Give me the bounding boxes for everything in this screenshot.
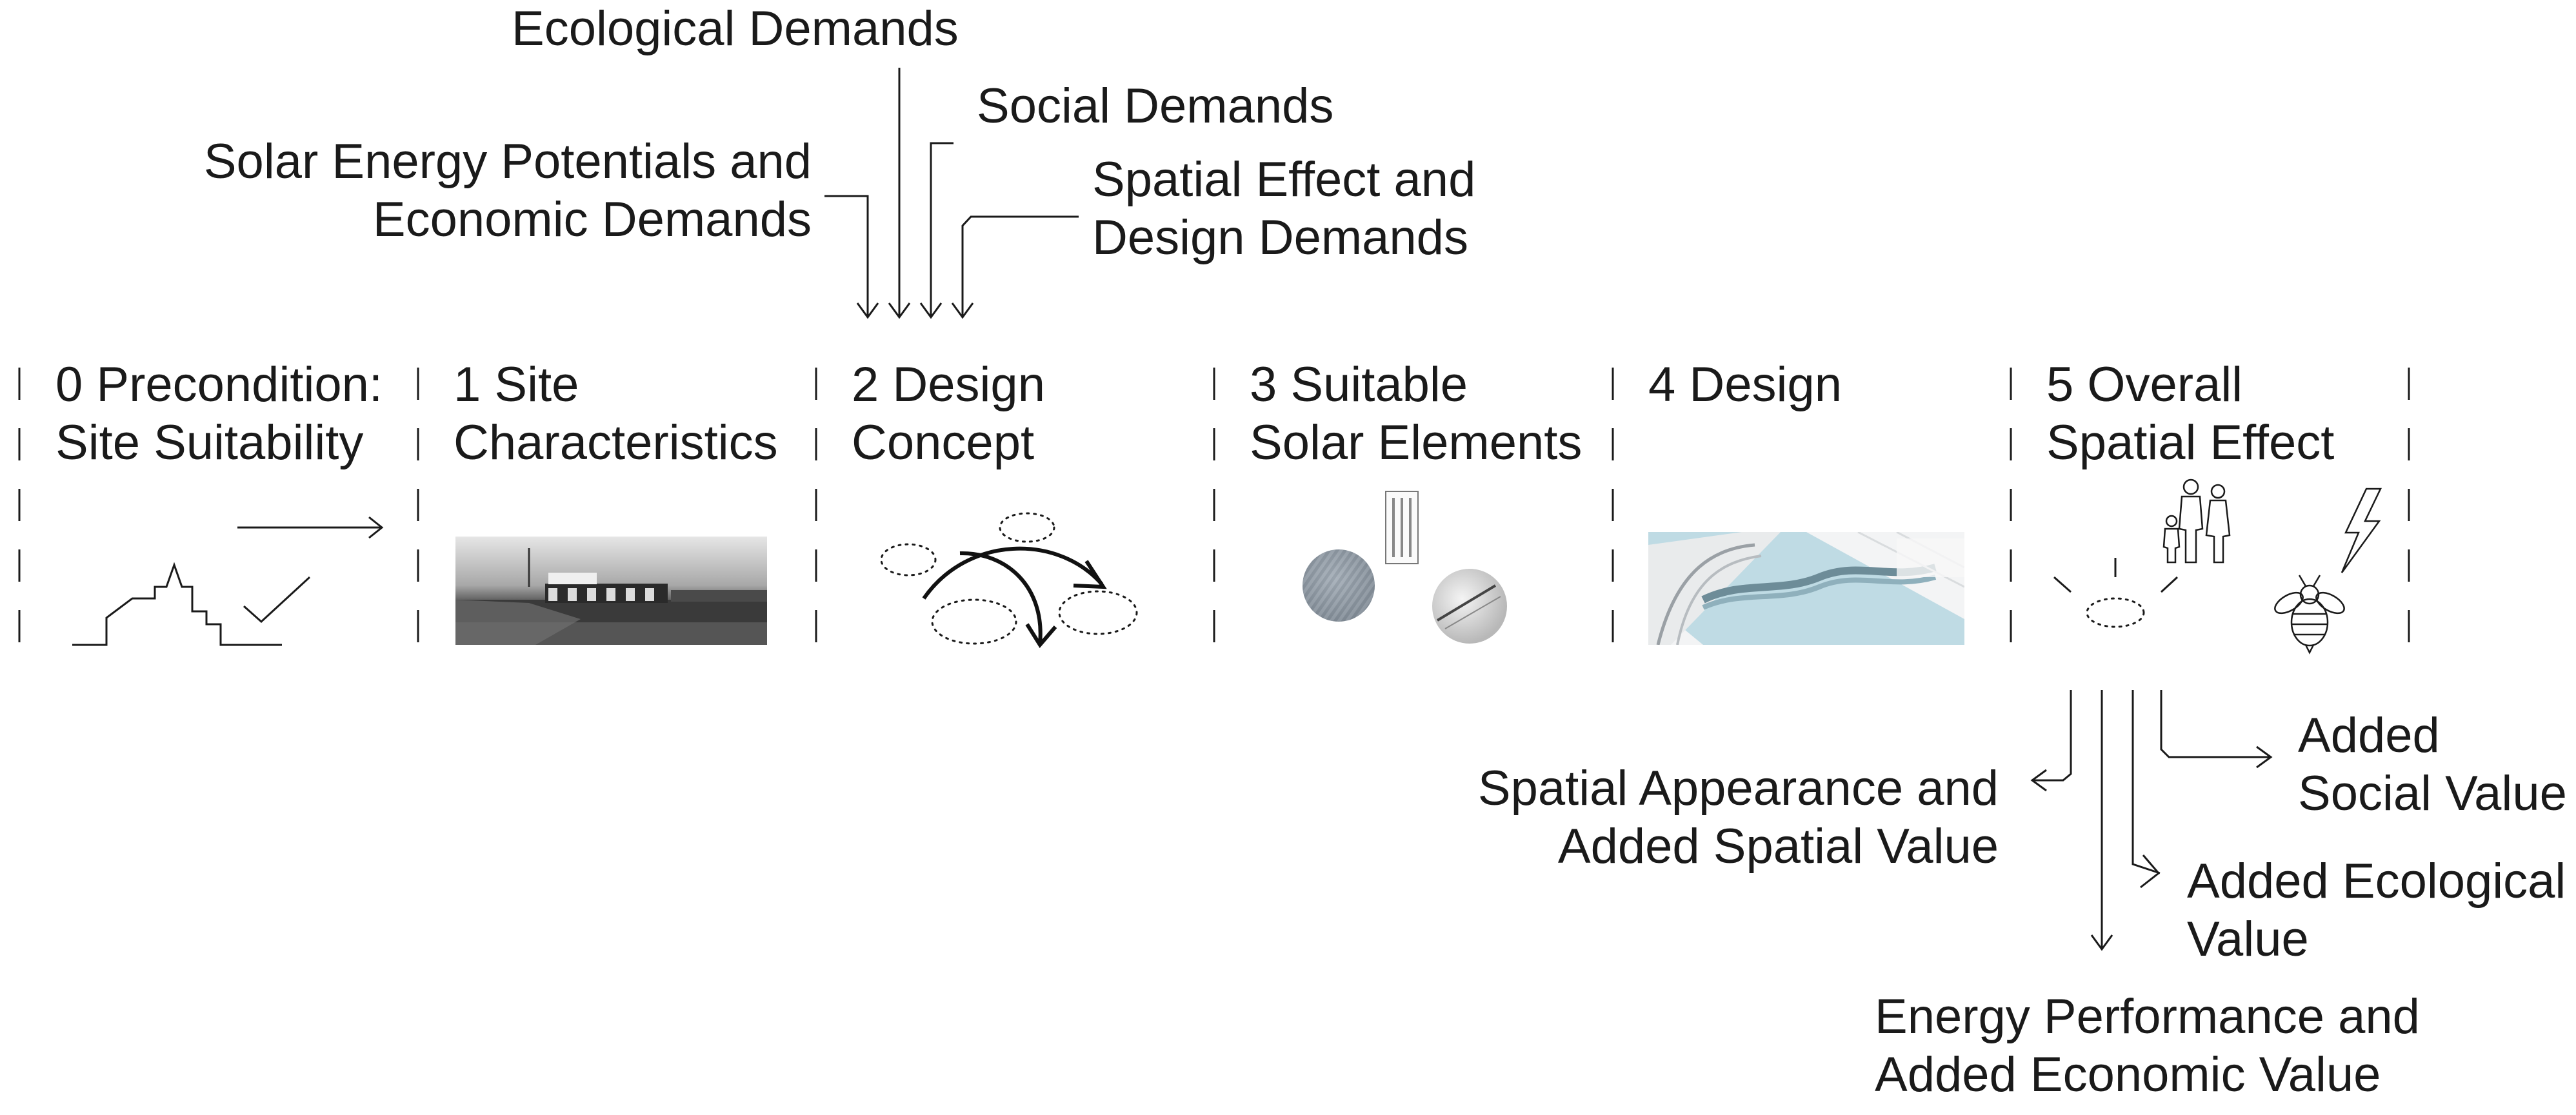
- input-solar-label-line2: Economic Demands: [373, 192, 812, 247]
- input-ecological-label: Ecological Demands: [512, 1, 959, 56]
- output-social-arrowhead: [2256, 745, 2273, 769]
- input-spatial-label-line2: Design Demands: [1092, 210, 1468, 265]
- step-1-title-line2: Characteristics: [454, 415, 778, 470]
- output-energy-label-line1: Energy Performance and: [1875, 989, 2420, 1044]
- step-1-site-characteristics: 1 Site Characteristics: [454, 357, 778, 645]
- input-solar-economic-demands: Solar Energy Potentials and Economic Dem…: [204, 134, 879, 319]
- output-social-value: Added Social Value: [2160, 690, 2567, 821]
- step-0-precondition: 0 Precondition: Site Suitability: [55, 357, 384, 646]
- input-social-demands: Social Demands: [919, 79, 1333, 319]
- solar-elements-icon: [1303, 491, 1507, 644]
- town-skyline-checkmark-icon: [72, 516, 384, 646]
- output-ecological-label-line2: Value: [2187, 912, 2309, 967]
- input-spatial-design-demands: Spatial Effect and Design Demands: [951, 152, 1475, 319]
- input-social-label: Social Demands: [977, 79, 1333, 133]
- output-social-label-line2: Social Value: [2298, 766, 2567, 821]
- step-0-arrowhead: [368, 516, 384, 539]
- output-ecological-arrowhead: [2140, 854, 2161, 889]
- input-spatial-label-line1: Spatial Effect and: [1092, 152, 1475, 207]
- input-spatial-connector: [961, 215, 1079, 316]
- step-5-title-line2: Spatial Effect: [2046, 415, 2334, 470]
- step-2-title-line1: 2 Design: [852, 357, 1045, 412]
- effect-ray-right: [2160, 576, 2179, 593]
- input-social-arrowhead: [919, 302, 943, 319]
- town-skyline-icon: [72, 562, 282, 646]
- step-5-overall-spatial-effect: 5 Overall Spatial Effect: [2046, 357, 2382, 655]
- output-energy-economic-value: Energy Performance and Added Economic Va…: [1875, 690, 2420, 1102]
- output-spatial-arrowhead: [2030, 769, 2047, 792]
- output-ecological-connector: [2132, 690, 2161, 874]
- effect-ray-left: [2053, 576, 2072, 593]
- lightning-icon: [2341, 488, 2382, 573]
- people-bee-lightning-icon: [2053, 479, 2382, 655]
- step-4-design: 4 Design: [1648, 357, 1964, 645]
- output-ecological-value: Added Ecological Value: [2132, 690, 2566, 967]
- step-3-title-line2: Solar Elements: [1250, 415, 1582, 470]
- concept-arrows-icon: [880, 512, 1138, 649]
- input-spatial-arrowhead: [951, 302, 974, 319]
- input-ecological-demands: Ecological Demands: [512, 1, 959, 319]
- input-social-connector: [930, 142, 954, 316]
- step-2-design-concept: 2 Design Concept: [852, 357, 1138, 649]
- output-social-connector: [2160, 690, 2271, 758]
- output-energy-label-line2: Added Economic Value: [1875, 1047, 2381, 1102]
- step-3-suitable-solar-elements: 3 Suitable Solar Elements: [1250, 357, 1582, 644]
- input-ecological-arrowhead: [888, 302, 911, 319]
- output-social-label-line1: Added: [2298, 708, 2440, 763]
- output-spatial-label-line2: Added Spatial Value: [1558, 819, 1999, 874]
- input-solar-label-line1: Solar Energy Potentials and: [204, 134, 812, 189]
- site-photo: [455, 537, 767, 645]
- design-rendering: [1648, 532, 1964, 645]
- step-0-title-line1: 0 Precondition:: [55, 357, 383, 412]
- output-spatial-value: Spatial Appearance and Added Spatial Val…: [1478, 690, 2072, 874]
- output-spatial-label-line1: Spatial Appearance and: [1478, 761, 1999, 816]
- input-solar-arrowhead: [856, 302, 879, 319]
- step-3-title-line1: 3 Suitable: [1250, 357, 1468, 412]
- step-4-title-line1: 4 Design: [1648, 357, 1842, 412]
- step-2-title-line2: Concept: [852, 415, 1034, 470]
- checkmark-icon: [243, 576, 311, 624]
- people-icon: [2162, 479, 2231, 564]
- step-dividers: [18, 368, 2410, 645]
- step-5-title-line1: 5 Overall: [2046, 357, 2242, 412]
- effect-dotted-ellipse: [2086, 597, 2145, 628]
- output-ecological-label-line1: Added Ecological: [2187, 854, 2566, 909]
- output-energy-arrowhead: [2090, 934, 2113, 951]
- input-solar-connector: [824, 195, 869, 316]
- bee-icon: [2274, 575, 2345, 655]
- step-1-title-line1: 1 Site: [454, 357, 579, 412]
- step-0-title-line2: Site Suitability: [55, 415, 363, 470]
- output-spatial-connector: [2032, 690, 2072, 782]
